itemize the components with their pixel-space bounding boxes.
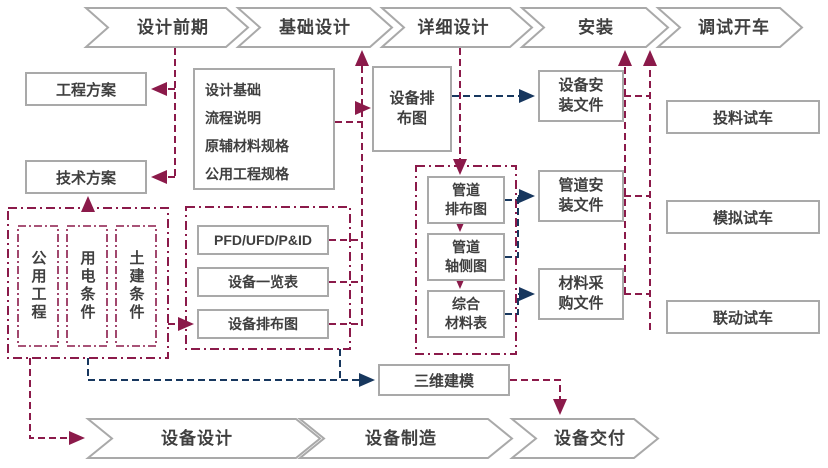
phase-label-installation: 安装 bbox=[578, 18, 614, 37]
box-pfd-ufd-pid: PFD/UFD/P&ID bbox=[197, 225, 329, 255]
chevron-design-preliminary bbox=[83, 7, 250, 48]
flow-arrow-navy bbox=[505, 294, 519, 315]
piping-deliverables-group-border bbox=[415, 165, 517, 355]
chevron-equipment-design bbox=[85, 418, 322, 459]
chevron-basic-design bbox=[235, 7, 394, 48]
condition-box-border-utility bbox=[17, 225, 59, 347]
box-simulated-trial-run: 模拟试车 bbox=[666, 200, 820, 234]
box-civil-condition: 土建条件 bbox=[116, 226, 156, 346]
phase-label-equipment-delivery: 设备交付 bbox=[554, 429, 626, 448]
box-engineering-plan: 工程方案 bbox=[25, 72, 147, 106]
phase-label-design-preliminary: 设计前期 bbox=[137, 18, 209, 37]
chevron-equipment-delivery bbox=[509, 418, 660, 459]
box-equipment-layout-detailed: 设备排 布图 bbox=[372, 66, 452, 152]
condition-box-border-power bbox=[66, 225, 108, 347]
box-technical-plan: 技术方案 bbox=[25, 160, 147, 194]
box-design-basis: 设计基础 流程说明 原辅材料规格 公用工程规格 bbox=[193, 68, 335, 190]
utility-condition-label: 公用工程 bbox=[29, 250, 47, 322]
box-utility-condition: 公用工程 bbox=[18, 226, 58, 346]
box-feed-trial-run: 投料试车 bbox=[666, 100, 820, 134]
box-3d-modeling: 三维建模 bbox=[378, 364, 510, 396]
maroon-flow-arrows bbox=[29, 48, 657, 445]
box-equipment-layout-basic: 设备排布图 bbox=[197, 309, 329, 339]
chevron-equipment-manufacture bbox=[297, 418, 514, 459]
box-piping-install-docs: 管道安 装文件 bbox=[538, 170, 624, 222]
group-borders bbox=[7, 165, 517, 359]
bottom-phase-chevrons bbox=[85, 418, 660, 459]
box-equipment-install-docs: 设备安 装文件 bbox=[538, 70, 624, 122]
flow-arrow-navy bbox=[505, 196, 519, 258]
chevron-commissioning bbox=[655, 7, 804, 48]
flow-arrow-maroon bbox=[29, 358, 85, 445]
phase-label-basic-design: 基础设计 bbox=[279, 18, 351, 37]
chevron-detailed-design bbox=[379, 7, 534, 48]
box-piping-isometric: 管道 轴侧图 bbox=[427, 233, 505, 281]
power-condition-label: 用电条件 bbox=[78, 250, 96, 322]
box-material-summary: 综合 材料表 bbox=[427, 290, 505, 338]
basic-deliverables-group-border bbox=[185, 206, 351, 350]
chevron-installation bbox=[519, 7, 670, 48]
box-material-purchase-docs: 材料采 购文件 bbox=[538, 268, 624, 320]
phase-label-equipment-manufacture: 设备制造 bbox=[365, 429, 437, 448]
box-linked-trial-run: 联动试车 bbox=[666, 300, 820, 334]
phase-label-detailed-design: 详细设计 bbox=[417, 18, 490, 37]
condition-box-border-civil bbox=[115, 225, 157, 347]
box-piping-layout: 管道 排布图 bbox=[427, 176, 505, 224]
civil-condition-label: 土建条件 bbox=[127, 250, 145, 322]
flow-arrow-maroon bbox=[510, 379, 567, 415]
phase-label-commissioning: 调试开车 bbox=[698, 18, 770, 37]
box-equipment-list: 设备一览表 bbox=[197, 267, 329, 297]
top-phase-chevrons bbox=[83, 7, 804, 48]
box-power-condition: 用电条件 bbox=[67, 226, 107, 346]
navy-flow-arrows bbox=[87, 89, 535, 387]
phase-label-equipment-design: 设备设计 bbox=[161, 429, 233, 448]
